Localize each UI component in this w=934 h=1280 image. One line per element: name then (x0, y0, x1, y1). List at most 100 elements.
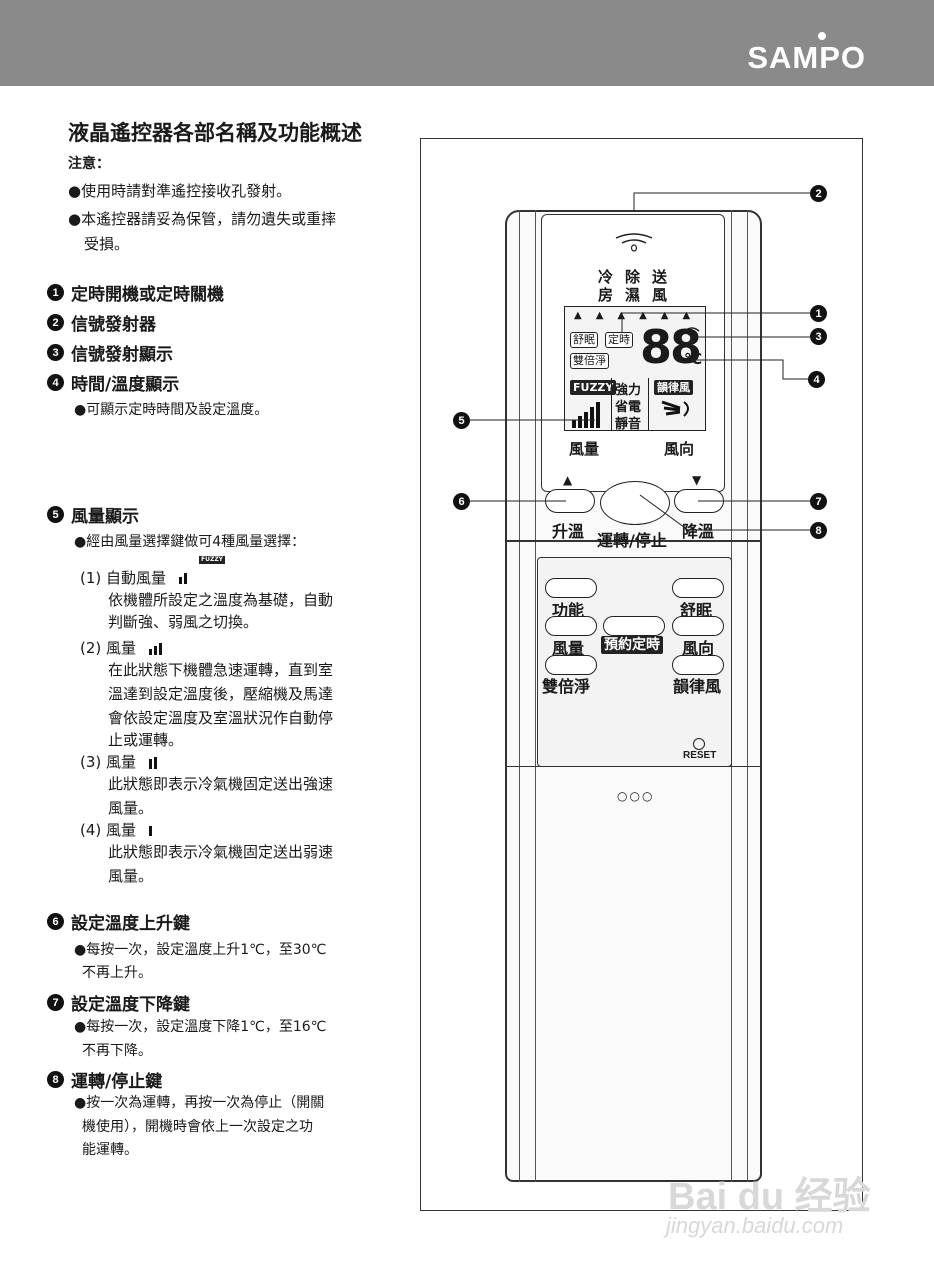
item-desc: ●按一次為運轉，再按一次為停止（開關 (74, 1095, 325, 1111)
item-title: 信號發射顯示 (71, 345, 173, 365)
item-heading-3: 3 信號發射顯示 (47, 340, 173, 365)
rhythm-button[interactable] (672, 655, 724, 675)
item-number: 5 (47, 506, 64, 523)
mode-fan: 送 (652, 268, 668, 286)
item-desc: ●每按一次，設定溫度上升1℃，至30℃ (74, 942, 327, 958)
fan-mode-label: (1) 自動風量 (80, 566, 187, 590)
double-clean-label: 雙倍淨 (542, 677, 591, 696)
fan-mode-label-text: (2) 風量 (80, 639, 137, 657)
item-heading-7: 7 設定溫度下降鍵 (47, 990, 190, 1015)
signal-emitter-icon (615, 233, 653, 252)
callout-5: 5 (453, 412, 470, 429)
lcd-rhythm: 韻律風 (654, 380, 693, 395)
fan-mode-line: 此狀態即表示冷氣機固定送出弱速 (108, 843, 334, 861)
swing-label: 風向 (682, 639, 715, 658)
item-heading-8: 8 運轉/停止鍵 (47, 1067, 162, 1092)
brand-logo: SAMPO (747, 40, 866, 75)
function-button[interactable] (545, 578, 597, 598)
lcd-fuzzy: FUZZY (570, 380, 617, 395)
page-title: 液晶遙控器各部名稱及功能概述 (68, 121, 362, 145)
item-title: 設定溫度上升鍵 (71, 914, 190, 934)
lcd-swing-icon (661, 400, 689, 417)
timer-set-button[interactable] (603, 616, 665, 636)
remote-rail (535, 210, 536, 1182)
lcd-eco: 省電 (615, 400, 642, 415)
item-title: 設定溫度下降鍵 (71, 995, 190, 1015)
mode-cool: 冷 (598, 268, 614, 286)
callout-1: 1 (810, 305, 827, 322)
mode-cool-2: 房 (598, 286, 614, 304)
rhythm-label: 韻律風 (673, 677, 722, 696)
fan-mode-label: (3) 風量 (80, 750, 157, 774)
item-heading-6: 6 設定溫度上升鍵 (47, 909, 190, 934)
lcd-fan-label: 風量 (569, 440, 600, 458)
sleep-label: 舒眠 (680, 601, 713, 620)
item-heading-1: 1 定時開機或定時關機 (47, 280, 224, 305)
power-label: 運轉/停止 (597, 531, 667, 550)
signal-display-icon (684, 327, 700, 343)
lcd-unit: ℃ (684, 350, 703, 368)
power-button[interactable] (600, 481, 670, 525)
lcd-double-clean: 雙倍淨 (570, 353, 609, 369)
fan-mode-line: 會依設定溫度及室溫狀況作自動停 (108, 709, 334, 727)
fan-mode-label-text: (3) 風量 (80, 753, 137, 771)
item-heading-4: 4 時間/溫度顯示 (47, 370, 179, 395)
fan-mode-label-text: (1) 自動風量 (80, 569, 167, 587)
timer-set-label: 預約定時 (601, 636, 663, 654)
reset-button[interactable] (693, 738, 705, 750)
item-number: 1 (47, 284, 64, 301)
fan-mode-label-text: (4) 風量 (80, 821, 137, 839)
temp-down-label: 降溫 (682, 522, 715, 541)
down-arrow-icon: ▼ (692, 473, 702, 487)
page-header (0, 0, 934, 86)
sleep-button[interactable] (672, 578, 724, 598)
item-desc: 能運轉。 (82, 1142, 138, 1158)
item-desc: ●經由風量選擇鍵做可4種風量選擇： (74, 534, 306, 550)
remote-rail (747, 210, 748, 1182)
item-number: 8 (47, 1071, 64, 1088)
double-clean-button[interactable] (545, 655, 597, 675)
item-number: 7 (47, 994, 64, 1011)
fan-level-2-icon (148, 756, 157, 769)
item-title: 定時開機或定時關機 (71, 285, 224, 305)
callout-3: 3 (810, 328, 827, 345)
item-number: 6 (47, 913, 64, 930)
watermark-url: jingyan.baidu.com (666, 1213, 844, 1238)
fan-mode-label: (4) 風量 (80, 818, 152, 842)
fan-level-3-icon (148, 642, 162, 655)
function-label: 功能 (552, 601, 585, 620)
temp-up-label: 升溫 (552, 522, 585, 541)
mode-dry: 除 (625, 268, 641, 286)
fan-mode-line: 在此狀態下機體急速運轉，直到室 (108, 661, 334, 679)
fan-button[interactable] (545, 616, 597, 636)
shell-divider (505, 540, 762, 542)
fan-mode-line: 溫達到設定溫度後，壓縮機及馬達 (108, 685, 334, 703)
swing-button[interactable] (672, 616, 724, 636)
note-bullet: ●使用時請對準遙控接收孔發射。 (68, 182, 292, 200)
fuzzy-tag: FUZZY (199, 556, 226, 564)
callout-7: 7 (810, 493, 827, 510)
item-title: 信號發射器 (71, 315, 156, 335)
lcd-timer: 定時 (605, 332, 633, 348)
lcd-quiet: 靜音 (615, 417, 642, 432)
item-desc: 機使用），開機時會依上一次設定之功 (82, 1119, 313, 1135)
lcd-divider (611, 378, 612, 430)
lcd-digits: 88 (640, 320, 702, 374)
callout-8: 8 (810, 522, 827, 539)
mode-dry-2: 濕 (625, 286, 641, 304)
fan-label: 風量 (552, 639, 585, 658)
lcd-divider (648, 378, 649, 430)
lcd-powerful: 強力 (615, 383, 642, 398)
item-heading-2: 2 信號發射器 (47, 310, 156, 335)
lcd-sleep: 舒眠 (570, 332, 598, 348)
item-desc: 不再下降。 (82, 1043, 152, 1059)
fan-mode-line: 判斷強、弱風之切換。 (108, 613, 259, 631)
item-title: 運轉/停止鍵 (71, 1072, 163, 1092)
mode-fan-2: 風 (652, 286, 668, 304)
fan-level-1-icon (178, 573, 187, 584)
item-number: 4 (47, 374, 64, 391)
item-desc: ●可顯示定時時間及設定溫度。 (74, 402, 269, 418)
note-bullet: ●本遙控器請妥為保管，請勿遺失或重摔 (68, 210, 337, 228)
fan-mode-label: (2) 風量 (80, 636, 162, 660)
